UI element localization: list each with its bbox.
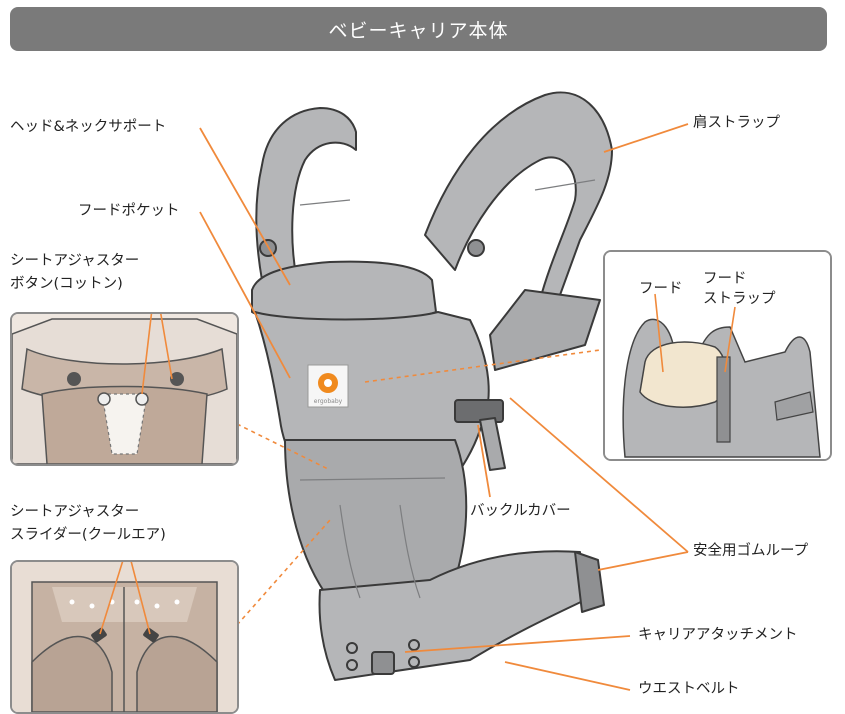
inset-seat-adjuster-buttons	[10, 312, 239, 466]
panel-seam	[299, 477, 446, 481]
leader-waist-belt	[504, 661, 631, 691]
section-header: ベビーキャリア本体	[10, 7, 827, 51]
inset-hood: フード フード ストラップ	[603, 250, 832, 461]
panel-seam	[399, 504, 421, 599]
label-head-neck-support: ヘッド&ネックサポート	[10, 119, 167, 135]
label-hood-strap-line1: フード	[703, 271, 747, 287]
left-shoulder-strap	[255, 107, 357, 281]
waist-belt-buckle	[574, 551, 605, 613]
chest-buckle	[454, 399, 504, 423]
leader-attachment	[404, 635, 631, 653]
label-waist-belt: ウエストベルト	[638, 681, 740, 697]
label-hood: フード	[639, 281, 683, 297]
waist-belt-shape	[318, 550, 586, 681]
dotted-connector-buttons-inset	[236, 423, 331, 471]
right-strap-lower	[489, 289, 601, 371]
leader-head-neck	[199, 127, 291, 286]
attachment-snap	[346, 642, 358, 654]
leader-buckle-cover	[477, 424, 491, 498]
label-hood-pocket: フードポケット	[78, 203, 180, 219]
right-shoulder-strap	[424, 91, 613, 301]
label-seat-adjuster-slider-line2: スライダー(クールエア)	[10, 527, 166, 543]
panel-seam	[534, 179, 596, 191]
label-seat-adjuster-buttons-line2: ボタン(コットン)	[10, 276, 123, 292]
panel-seam	[339, 504, 361, 599]
label-carrier-attachment: キャリアアタッチメント	[638, 627, 798, 643]
inset-hood-drawing	[605, 252, 830, 459]
ergobaby-logo: ergobaby	[307, 364, 349, 408]
snap-button	[467, 239, 485, 257]
leader-hood-pocket	[199, 211, 291, 379]
leader-safety-loop-1	[509, 397, 689, 553]
logo-text: ergobaby	[314, 398, 343, 405]
label-seat-adjuster-buttons-line1: シートアジャスター	[10, 253, 140, 269]
buckle-strap	[479, 417, 506, 471]
inset-buttons-drawing	[12, 314, 237, 464]
label-buckle-cover: バックルカバー	[470, 503, 571, 519]
head-neck-support	[251, 260, 437, 323]
attachment-button-panel	[371, 651, 395, 675]
label-shoulder-strap: 肩ストラップ	[693, 115, 780, 131]
panel-seam	[299, 199, 351, 206]
header-title: ベビーキャリア本体	[328, 19, 509, 42]
label-safety-elastic-loop: 安全用ゴムループ	[693, 543, 809, 559]
leader-safety-loop-2	[597, 551, 689, 571]
attachment-snap	[346, 659, 358, 671]
leader-shoulder-strap	[603, 123, 689, 153]
inset-seat-adjuster-slider	[10, 560, 239, 714]
attachment-snap	[408, 656, 420, 668]
attachment-snap	[408, 639, 420, 651]
label-hood-strap-line2: ストラップ	[703, 291, 776, 307]
inset-slider-drawing	[12, 562, 237, 712]
label-seat-adjuster-slider-line1: シートアジャスター	[10, 504, 140, 520]
